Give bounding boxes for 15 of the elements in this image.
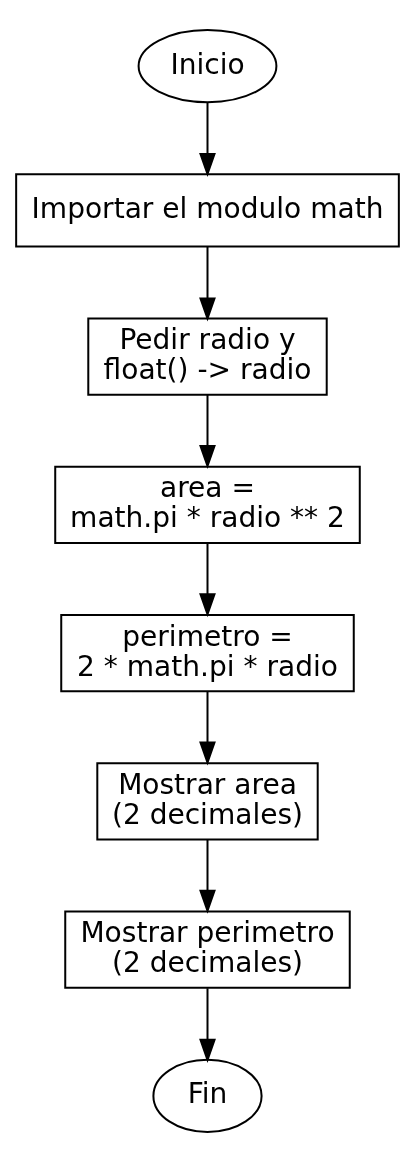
node-ellipse: Fin [152, 1058, 263, 1133]
node-box: perimetro = 2 * math.pi * radio [60, 614, 355, 693]
arrow [199, 394, 216, 469]
node-box: Pedir radio y float() -> radio [87, 317, 328, 396]
arrow [199, 690, 216, 766]
node-box: Mostrar perimetro (2 decimales) [64, 910, 351, 989]
node-box: area = math.pi * radio ** 2 [54, 465, 361, 544]
arrow [199, 987, 216, 1063]
arrow [199, 245, 216, 322]
node-box: Importar el modulo math [15, 173, 400, 248]
arrow [199, 838, 216, 914]
arrow [199, 542, 216, 618]
arrow [199, 101, 216, 178]
node-ellipse: Inicio [137, 29, 278, 104]
node-box: Mostrar area (2 decimales) [96, 762, 319, 841]
